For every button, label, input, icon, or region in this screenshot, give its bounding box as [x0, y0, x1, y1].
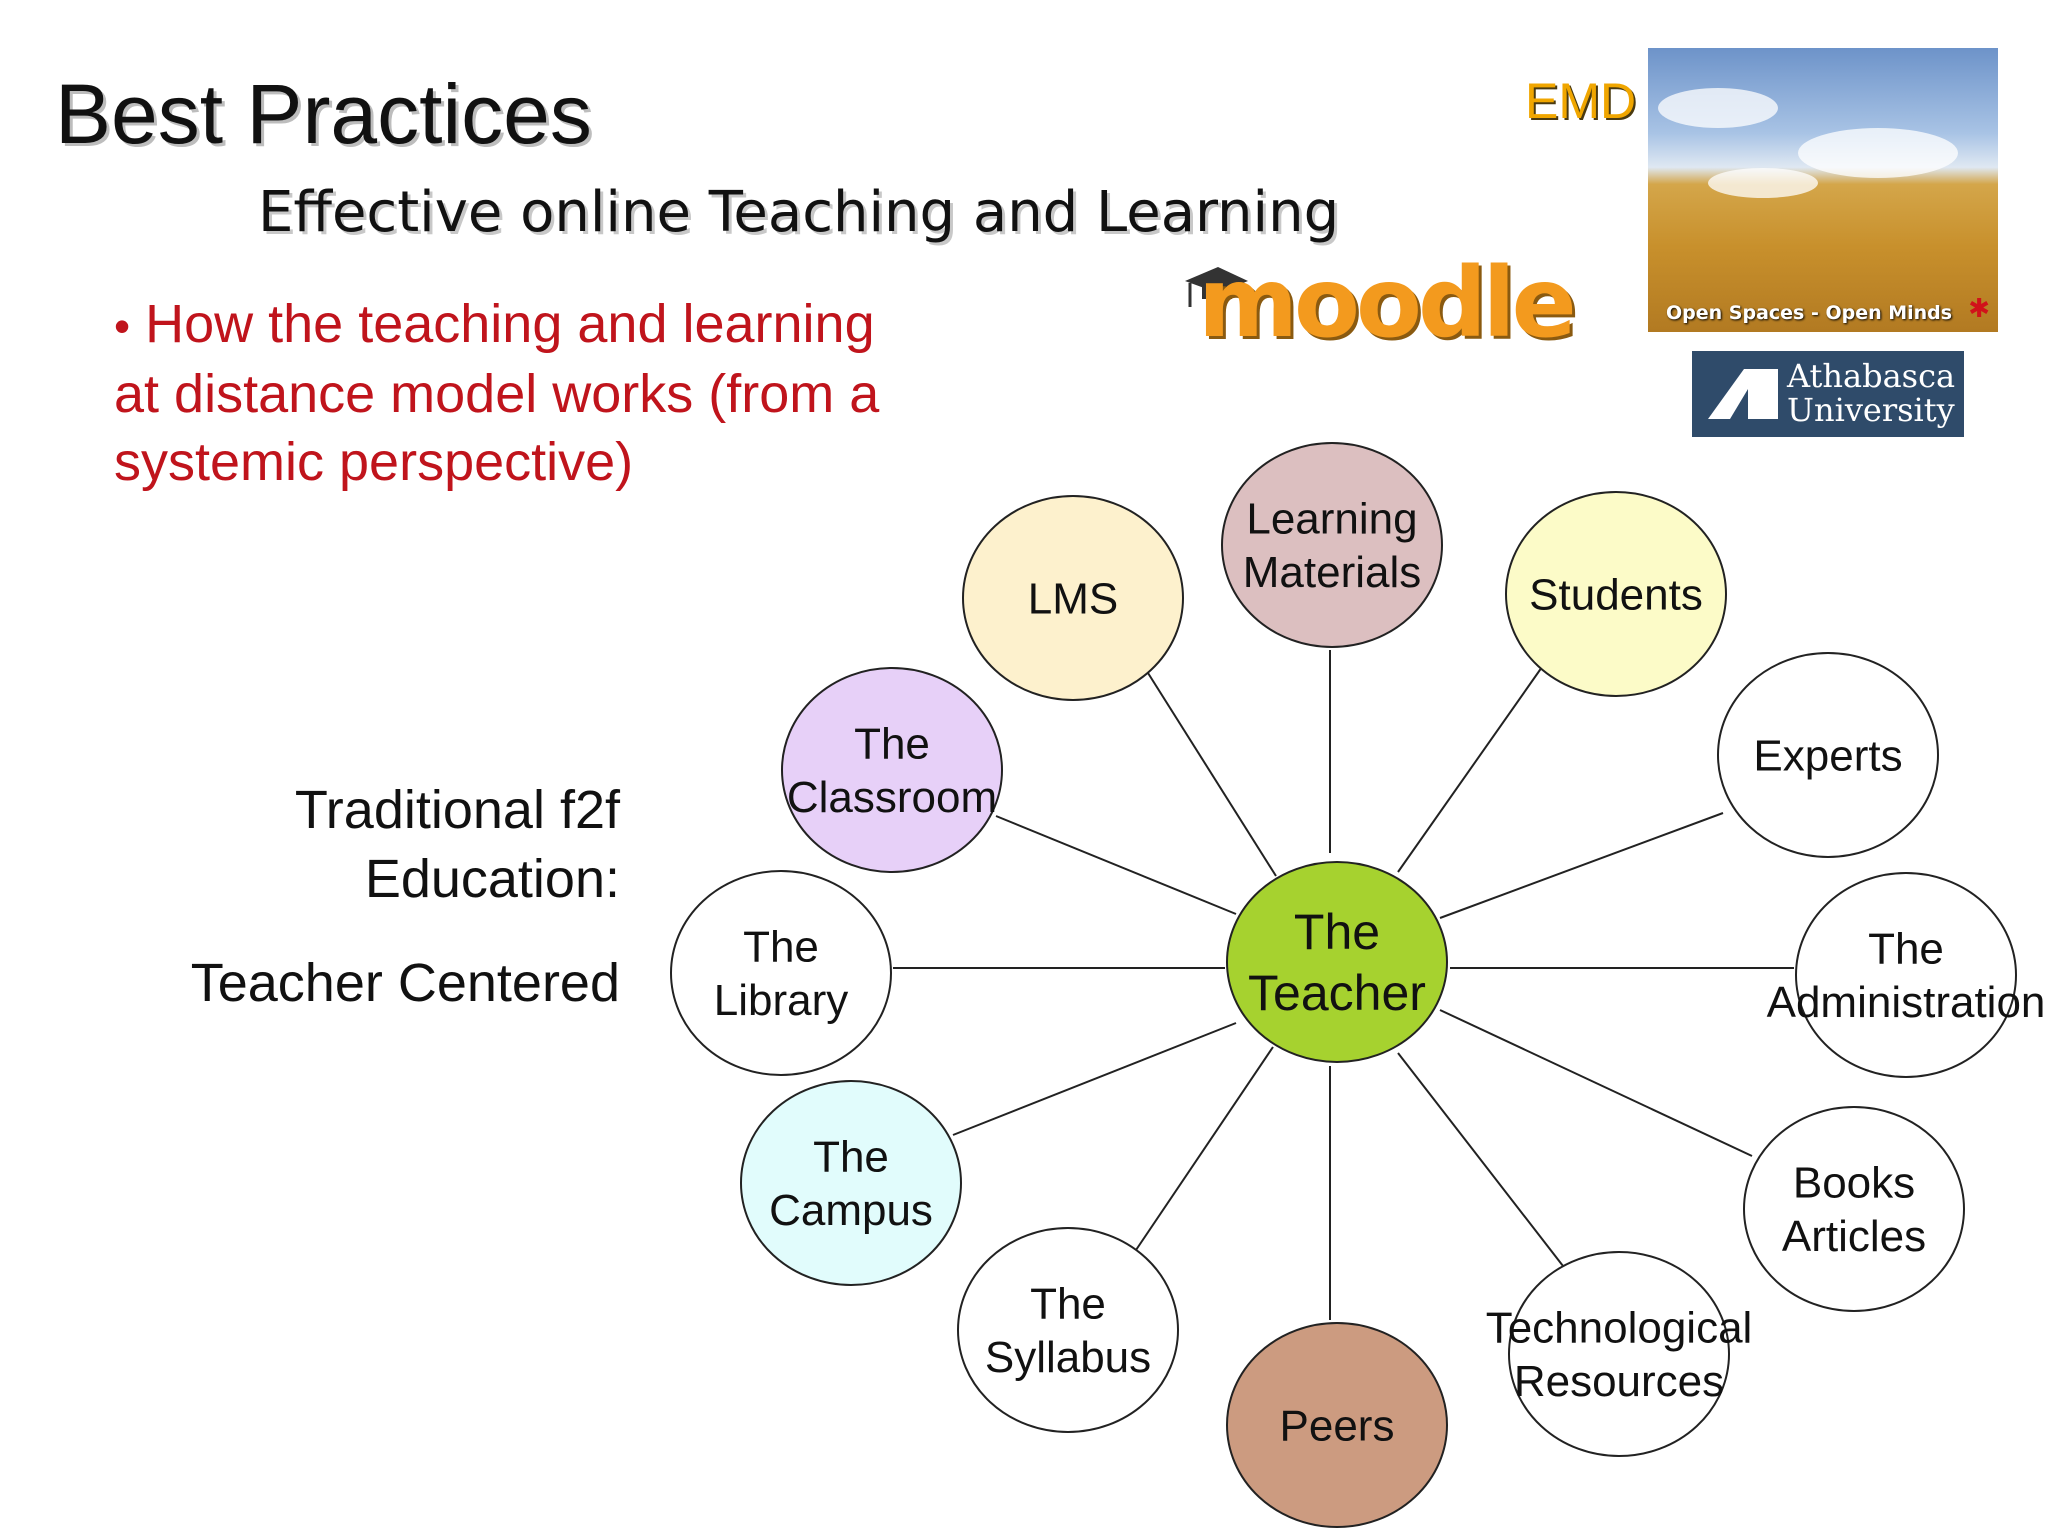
node-library-ellipse [670, 870, 892, 1076]
node-learning-materials-label: Materials [1243, 548, 1422, 597]
node-classroom-label: Classroom [787, 773, 997, 822]
node-learning-materials-ellipse [1221, 442, 1443, 648]
node-students-label: Students [1529, 570, 1703, 619]
slide-title: Best Practices [55, 67, 592, 161]
node-technological-resources-ellipse [1508, 1251, 1730, 1457]
slide-subtitle: Effective online Teaching and Learning [258, 180, 1340, 245]
node-peers-ellipse [1226, 1322, 1448, 1528]
node-experts-ellipse [1717, 652, 1939, 858]
node-library-label: Library [714, 976, 849, 1025]
side-label-line-3: Teacher Centered [190, 953, 620, 1013]
moodle-logo: moodle [1180, 255, 1577, 355]
hub-teacher-ellipse [1226, 861, 1448, 1063]
node-library-label: The [743, 923, 819, 972]
node-learning-materials-label: Learning [1246, 495, 1417, 544]
node-technological-resources-label: Technological [1486, 1304, 1753, 1353]
athabasca-logo: Athabasca University [1692, 351, 1964, 437]
side-label-line-1: Traditional f2f [294, 780, 620, 840]
node-campus-label: Campus [769, 1186, 933, 1235]
node-classroom-label: The [854, 720, 930, 769]
bullet-line-2: at distance model works (from a [114, 364, 880, 424]
bullet-point: • How the teaching and learning at dista… [114, 290, 954, 496]
node-peers-label: Peers [1280, 1401, 1395, 1450]
node-technological-resources-label: Resources [1514, 1357, 1724, 1406]
node-classroom-ellipse [781, 667, 1003, 873]
connector-classroom [995, 815, 1237, 915]
open-spaces-photo: Open Spaces - Open Minds ✱ [1648, 48, 1998, 332]
hub-teacher-label: Teacher [1248, 965, 1426, 1021]
connector-syllabus [1135, 1046, 1274, 1251]
node-syllabus-label: The [1030, 1280, 1106, 1329]
node-lms-label: LMS [1028, 574, 1118, 623]
node-experts-label: Experts [1753, 731, 1902, 780]
moodle-wordmark: moodle [1198, 247, 1577, 359]
connector-students [1397, 666, 1543, 873]
node-syllabus-ellipse [957, 1227, 1179, 1433]
athabasca-name: Athabasca University [1787, 357, 1956, 429]
node-administration-label: Administration [1767, 978, 2046, 1027]
node-books-articles-label: Books [1793, 1159, 1915, 1208]
node-administration-label: The [1868, 925, 1944, 974]
node-books-articles-label: Articles [1782, 1212, 1926, 1261]
node-students-ellipse [1505, 491, 1727, 697]
athabasca-mark-icon [1708, 369, 1778, 419]
side-label-line-2: Education: [364, 849, 620, 909]
connector-books-articles [1439, 1009, 1753, 1157]
node-lms-ellipse [962, 495, 1184, 701]
node-administration-ellipse [1795, 872, 2017, 1078]
node-campus-label: The [813, 1133, 889, 1182]
node-books-articles-ellipse [1743, 1106, 1965, 1312]
bullet-line-3: systemic perspective) [114, 432, 634, 492]
connector-technological-resources [1397, 1052, 1564, 1267]
emd-logo-text: EMD [1525, 73, 1637, 129]
bullet-line-1: • How the teaching and learning [114, 294, 875, 354]
connector-lms [1147, 672, 1277, 877]
hub-teacher-label: The [1294, 904, 1380, 960]
node-syllabus-label: Syllabus [985, 1333, 1151, 1382]
maple-leaf-icon: ✱ [1968, 293, 1990, 323]
connector-campus [952, 1022, 1237, 1136]
graduation-cap-icon [1185, 267, 1248, 307]
connector-experts [1439, 812, 1724, 919]
photo-caption: Open Spaces - Open Minds [1666, 302, 1953, 324]
bullet-marker: • [114, 300, 131, 352]
node-campus-ellipse [740, 1080, 962, 1286]
